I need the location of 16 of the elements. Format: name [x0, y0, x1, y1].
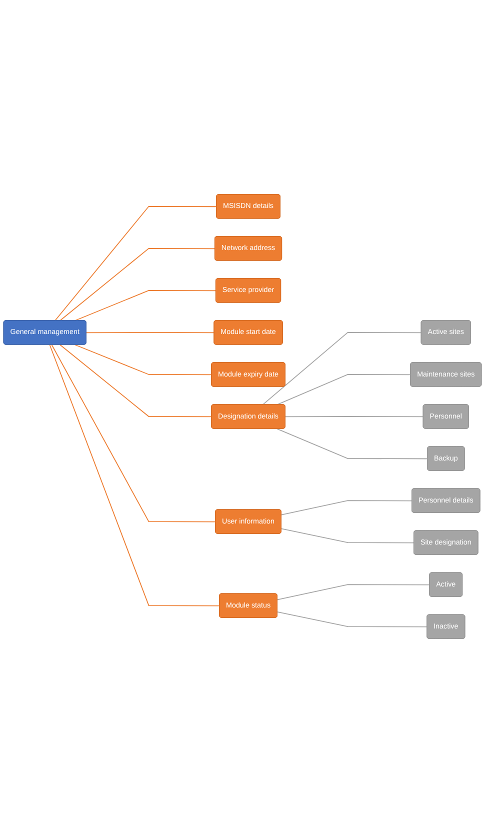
connector — [284, 416, 424, 418]
connector — [277, 584, 430, 600]
connector — [280, 500, 412, 516]
connector — [49, 344, 220, 606]
connector — [276, 374, 412, 406]
connector — [276, 428, 428, 460]
connector — [74, 290, 216, 322]
connector — [54, 206, 217, 322]
connector — [60, 248, 216, 322]
connector — [277, 611, 428, 628]
connector — [86, 332, 215, 334]
connector — [74, 344, 212, 376]
connector — [51, 344, 216, 522]
connector — [262, 332, 422, 406]
connector — [60, 344, 212, 418]
connector — [280, 528, 414, 544]
